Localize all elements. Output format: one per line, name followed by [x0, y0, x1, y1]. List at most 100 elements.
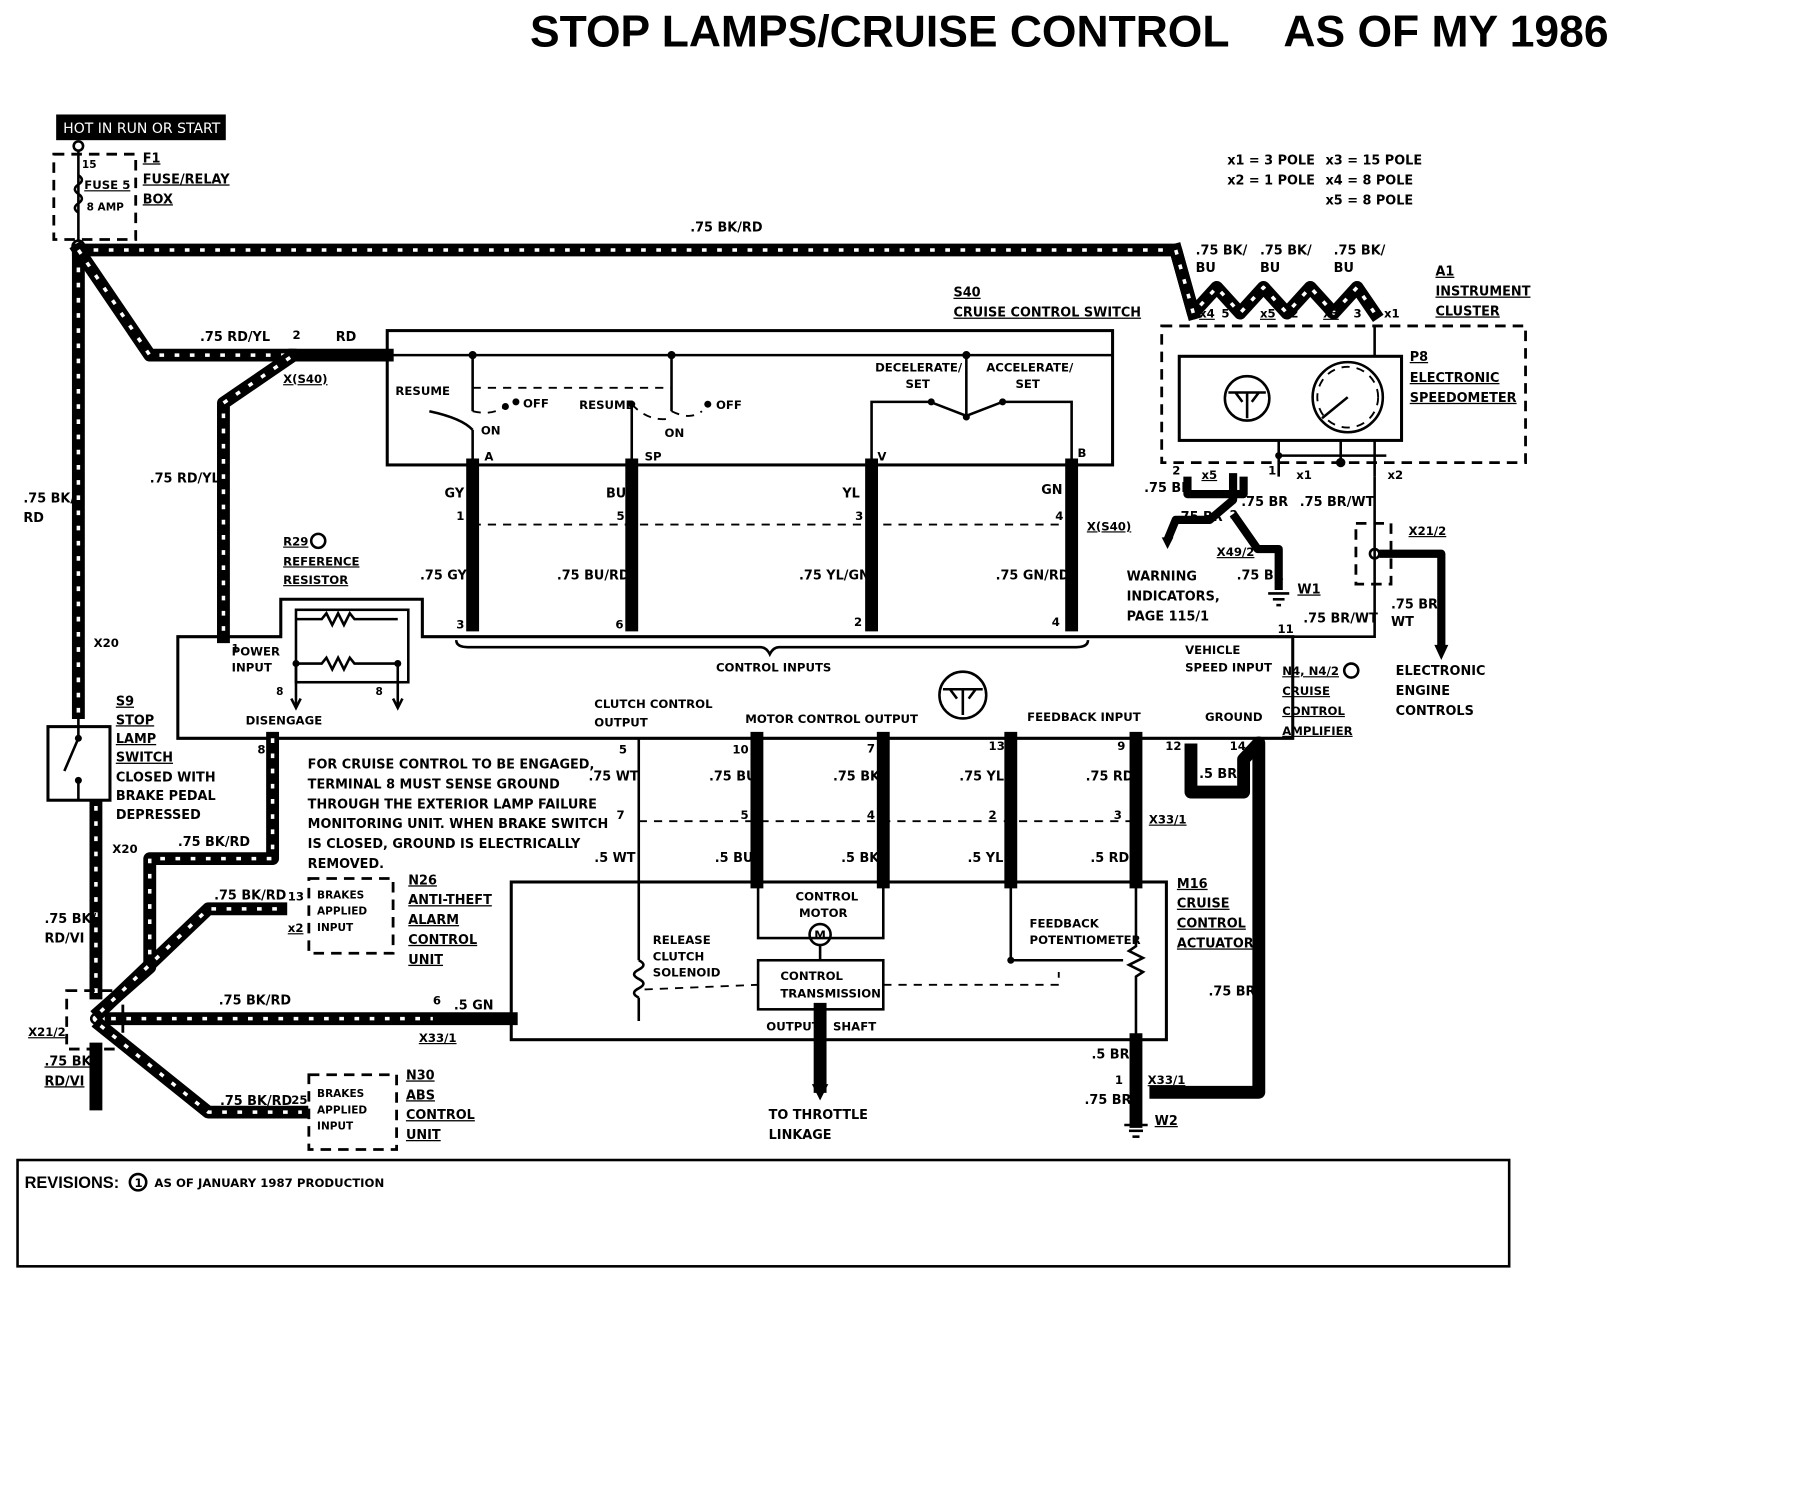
control-inputs-brace	[454, 640, 1090, 658]
cluster-bottom-x5: x5	[1201, 468, 1217, 482]
decelerate-label-2: SET	[906, 377, 930, 391]
n30-name-1: ABS	[406, 1088, 435, 1103]
x-s40-pin-3: 3	[855, 509, 863, 523]
fuse-box-name-1: FUSE/RELAY	[143, 172, 231, 187]
decelerate-label-1: DECELERATE/	[875, 360, 963, 374]
wire-yl75-label: .75 YL	[959, 769, 1004, 784]
n26-brakes-2: APPLIED	[317, 906, 367, 918]
key-x1: x1 = 3 POLE	[1227, 154, 1315, 169]
fuse-box-name-2: BOX	[143, 192, 173, 207]
note-line-6: REMOVED.	[308, 857, 384, 872]
warning-label-1: WARNING	[1127, 570, 1197, 585]
wire-rd75-label: .75 RD	[1086, 769, 1134, 784]
s9-desc-2: BRAKE PEDAL	[116, 789, 216, 804]
revision-marker-icon	[128, 1172, 148, 1192]
wire-bk75-label: .75 BK	[833, 769, 881, 784]
ecu-label-1: ELECTRONIC	[1396, 664, 1486, 679]
cluster-pin-2: 2	[1290, 307, 1298, 321]
ground-w2-label: W2	[1155, 1114, 1178, 1129]
n26-name-3: CONTROL	[408, 933, 477, 948]
speedo-name-1: ELECTRONIC	[1410, 371, 1500, 386]
cluster-pin-x5: x5	[1260, 307, 1276, 321]
wire-bu-label-2: BU	[1260, 261, 1280, 276]
release-clutch-solenoid-icon	[632, 959, 645, 1022]
feedback-potentiometer-icon	[1126, 881, 1146, 1040]
x33-pin-6: 6	[433, 994, 441, 1008]
wire-rd-yl-label: .75 RD/YL	[200, 330, 270, 345]
shaft-label: SHAFT	[833, 1019, 876, 1033]
switch-off-label-1: OFF	[523, 397, 549, 411]
wire-bu5-label: .5 BU	[715, 851, 754, 866]
wire-rd-label: RD	[336, 330, 357, 345]
wire-br-ground	[1149, 736, 1266, 1099]
revisions-box	[16, 1158, 1511, 1268]
amp-name-2: CONTROL	[1282, 704, 1345, 718]
wire-gn-color: GN	[1041, 483, 1062, 498]
wire-br75-right-label: .75 BR	[1209, 984, 1256, 999]
wire-yl-color: YL	[841, 487, 860, 502]
wire-rd-yl-s40	[69, 241, 297, 362]
amp-pin-8: 8	[257, 742, 265, 756]
n26-name-2: ALARM	[408, 913, 459, 928]
fuse-icon	[73, 174, 84, 214]
wire-gn5-label: .5 GN	[454, 998, 494, 1013]
x33-pin-3: 3	[1114, 808, 1122, 822]
wire-bk-rd-x21-label: .75 BK/RD	[219, 994, 291, 1009]
switch-resume-label-1: RESUME	[395, 384, 450, 398]
wire-gn-rd-label: .75 GN/RD	[996, 568, 1070, 583]
control-transmission-label-2: TRANSMISSION	[780, 987, 881, 1001]
wire-br-wt-speed	[1292, 476, 1376, 638]
amp-control-inputs: CONTROL INPUTS	[716, 661, 831, 675]
note-line-1: FOR CRUISE CONTROL TO BE ENGAGED,	[308, 758, 595, 773]
resistor-pin-b: 8	[376, 686, 383, 698]
amp-pin-14: 14	[1230, 739, 1246, 753]
amp-pin-12: 12	[1165, 739, 1181, 753]
amp-pin-10: 10	[732, 742, 748, 756]
wire-label-br-b: .75 BR	[1241, 495, 1288, 510]
x-s40-pin-2: 2	[292, 328, 300, 342]
wire-gy-color: GY	[445, 487, 465, 502]
warning-label-3: PAGE 115/1	[1127, 609, 1210, 624]
revision-marker-number: 1	[135, 1176, 143, 1190]
cruise-switch-box	[385, 329, 1115, 467]
control-transmission-box	[756, 958, 885, 1011]
speedometer-gauge-icon	[1311, 360, 1385, 434]
instrument-cluster-outline	[1160, 324, 1527, 465]
revisions-label: REVISIONS:	[25, 1174, 120, 1192]
wire-bu75-label: .75 BU	[709, 769, 756, 784]
switch-off-label-2: OFF	[716, 398, 742, 412]
ecu-label-3: CONTROLS	[1396, 704, 1474, 719]
fuse-terminal-label: 15	[82, 159, 97, 171]
wire-bk-rd-top-label: .75 BK/RD	[690, 220, 762, 235]
switch-on-label-1: ON	[481, 424, 501, 438]
amp-name-3: AMPLIFIER	[1282, 724, 1352, 738]
switch-terminal-b: B	[1077, 446, 1086, 460]
n26-brakes-1: BRAKES	[317, 889, 364, 901]
n26-pin-13: 13	[288, 890, 304, 904]
actuator-name-3: ACTUATOR	[1177, 936, 1254, 951]
x33-pin-7: 7	[617, 808, 625, 822]
control-motor-label-1: CONTROL	[796, 890, 859, 904]
x-s40-label-right: X(S40)	[1087, 519, 1131, 533]
x49-pin-2: 2	[1230, 508, 1238, 522]
wire-yl-gn-label: .75 YL/GN	[799, 568, 870, 583]
cluster-pin-5: 5	[1221, 307, 1229, 321]
amp-motor-control: MOTOR CONTROL OUTPUT	[745, 712, 918, 726]
output-label: OUTPUT	[766, 1019, 819, 1033]
s9-name-1: STOP	[116, 713, 154, 728]
amp-ref: N4, N4/2	[1282, 664, 1339, 678]
wire-bk-bu-label-3: .75 BK/	[1334, 244, 1386, 259]
s9-name-3: SWITCH	[116, 751, 173, 766]
revision-marker-r29	[309, 532, 327, 550]
fuse-name: FUSE 5	[84, 178, 130, 192]
throttle-label-2: LINKAGE	[769, 1128, 832, 1143]
fuse-box-outline	[52, 152, 138, 241]
actuator-ref: M16	[1177, 877, 1208, 892]
wire-bk-rd-vi-bot-label-1: .75 BK/	[44, 1054, 96, 1069]
wire-rd-yl-vert-label: .75 RD/YL	[150, 471, 220, 486]
n30-brakes-1: BRAKES	[317, 1088, 364, 1100]
switch-terminal-sp: SP	[645, 449, 662, 463]
cluster-pin-x1: x1	[1384, 307, 1400, 321]
amp-pin-2: 2	[854, 615, 862, 629]
wire-bk5-label: .5 BK	[841, 851, 880, 866]
